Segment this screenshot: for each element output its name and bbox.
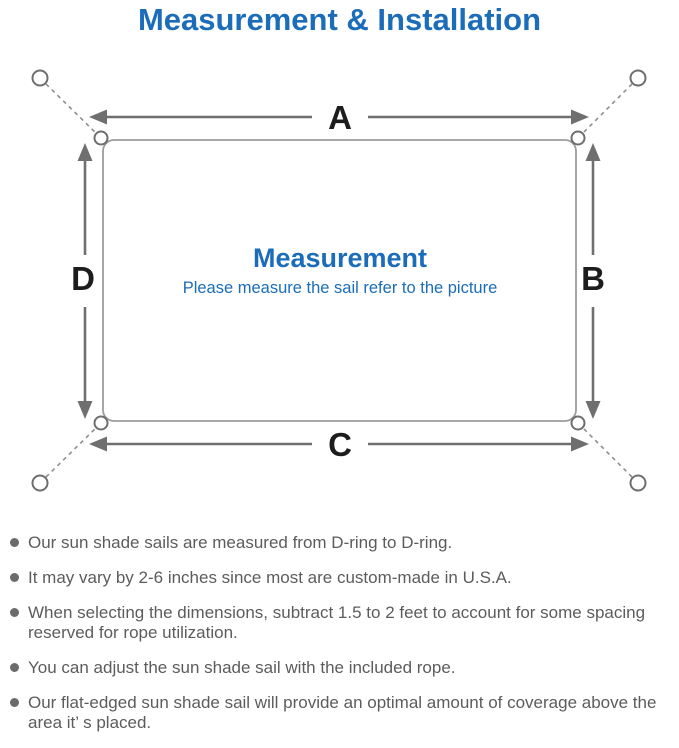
arrowhead-left-icon — [89, 109, 107, 125]
rope-line-top-right — [579, 83, 633, 137]
arrowhead-down-icon — [585, 401, 601, 419]
dim-label-a: A — [328, 99, 352, 136]
dimension-arrow-b — [585, 143, 601, 419]
bullet-dot-icon — [10, 538, 19, 547]
rope-line-bottom-left — [45, 424, 100, 478]
note-item: When selecting the dimensions, subtract … — [10, 603, 676, 643]
arrowhead-right-icon — [571, 109, 589, 125]
page-title: Measurement & Installation — [137, 2, 542, 37]
note-item: It may vary by 2-6 inches since most are… — [10, 568, 676, 588]
note-item: Our flat-edged sun shade sail will provi… — [10, 693, 676, 733]
sail-measurement-svg: A C D B Measurement Please measure the s… — [31, 69, 647, 492]
note-text: You can adjust the sun shade sail with t… — [28, 658, 456, 677]
dim-label-c: C — [328, 426, 352, 463]
bullet-dot-icon — [10, 608, 19, 617]
dim-label-b: B — [581, 260, 605, 297]
arrowhead-right-icon — [571, 436, 589, 452]
bullet-dot-icon — [10, 573, 19, 582]
arrowhead-left-icon — [89, 436, 107, 452]
note-item: You can adjust the sun shade sail with t… — [10, 658, 676, 678]
anchor-point-icon-bottom-right — [629, 474, 647, 492]
dimension-arrow-c — [89, 436, 589, 452]
arrowhead-up-icon — [77, 143, 93, 161]
note-text: Our sun shade sails are measured from D-… — [28, 533, 453, 552]
diagram-center-subtitle: Please measure the sail refer to the pic… — [183, 279, 498, 297]
d-ring-icon-bottom-right — [570, 415, 586, 431]
notes-list: Our sun shade sails are measured from D-… — [10, 533, 676, 748]
arrowhead-down-icon — [77, 401, 93, 419]
note-text: When selecting the dimensions, subtract … — [28, 603, 646, 642]
rope-line-top-left — [45, 83, 100, 137]
bullet-dot-icon — [10, 698, 19, 707]
rope-line-bottom-right — [579, 424, 633, 478]
d-ring-icon-bottom-left — [93, 415, 109, 431]
anchor-point-icon-bottom-left — [31, 474, 49, 492]
note-text: Our flat-edged sun shade sail will provi… — [28, 693, 657, 732]
dimension-arrow-a — [89, 109, 589, 125]
diagram-center-title: Measurement — [253, 243, 427, 273]
sail-outline — [102, 139, 577, 422]
d-ring-icon-top-right — [570, 130, 586, 146]
measurement-diagram: A C D B Measurement Please measure the s… — [0, 55, 679, 510]
note-item: Our sun shade sails are measured from D-… — [10, 533, 676, 553]
bullet-dot-icon — [10, 663, 19, 672]
dimension-arrow-d — [77, 143, 93, 419]
anchor-point-icon-top-right — [629, 69, 647, 87]
d-ring-icon-top-left — [93, 130, 109, 146]
note-text: It may vary by 2-6 inches since most are… — [28, 568, 512, 587]
anchor-point-icon-top-left — [31, 69, 49, 87]
dim-label-d: D — [71, 260, 95, 297]
arrowhead-up-icon — [585, 143, 601, 161]
